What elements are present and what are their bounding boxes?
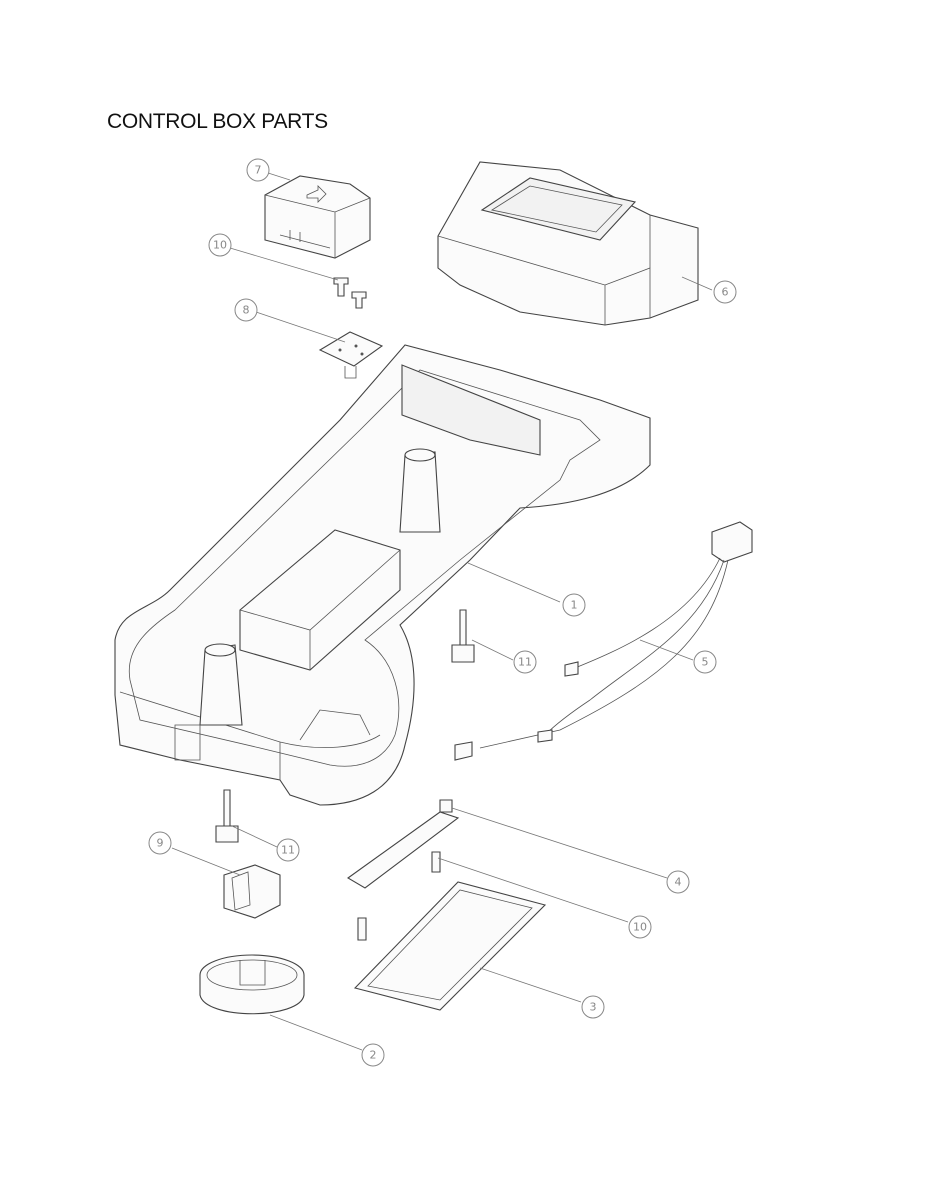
callout-11-left: 11 [276, 838, 300, 862]
callout-label: 8 [243, 304, 250, 317]
callout-label: 4 [675, 876, 682, 889]
part-4-bracket [346, 799, 460, 889]
part-11-bolt-left [215, 789, 239, 843]
part-10-screws-top [333, 277, 367, 309]
callout-6: 6 [713, 280, 737, 304]
part-6-top-cover [437, 161, 699, 326]
callout-10-top: 10 [208, 233, 232, 257]
callout-3: 3 [581, 995, 605, 1019]
callout-label: 6 [722, 286, 729, 299]
callout-label: 11 [518, 656, 532, 669]
callout-1: 1 [562, 593, 586, 617]
part-1-chassis [114, 344, 651, 806]
callout-8: 8 [234, 298, 258, 322]
part-8-circuit-board [318, 331, 384, 379]
part-9-switch [223, 864, 281, 919]
callout-2: 2 [361, 1043, 385, 1067]
page-title: CONTROL BOX PARTS [107, 110, 328, 133]
callout-7: 7 [246, 158, 270, 182]
callout-label: 2 [370, 1049, 377, 1062]
callout-label: 9 [157, 837, 164, 850]
callout-9: 9 [148, 831, 172, 855]
callout-4: 4 [666, 870, 690, 894]
callout-5: 5 [693, 650, 717, 674]
callout-label: 1 [571, 599, 578, 612]
part-2-socket-ring [199, 954, 305, 1015]
part-10-screws-bottom [357, 851, 441, 941]
part-3-cover-plate [353, 881, 547, 1011]
callout-label: 10 [633, 921, 647, 934]
part-7-lens-cover [264, 175, 371, 259]
leader-lines [171, 171, 713, 1051]
callout-10-bottom: 10 [628, 915, 652, 939]
callout-label: 10 [213, 239, 227, 252]
callout-label: 7 [255, 164, 262, 177]
callout-label: 5 [702, 656, 709, 669]
part-11-bolt-right [451, 609, 475, 663]
callout-label: 11 [281, 844, 295, 857]
part-5-wire-harness [454, 521, 753, 761]
callout-label: 3 [590, 1001, 597, 1014]
callout-11-right: 11 [513, 650, 537, 674]
